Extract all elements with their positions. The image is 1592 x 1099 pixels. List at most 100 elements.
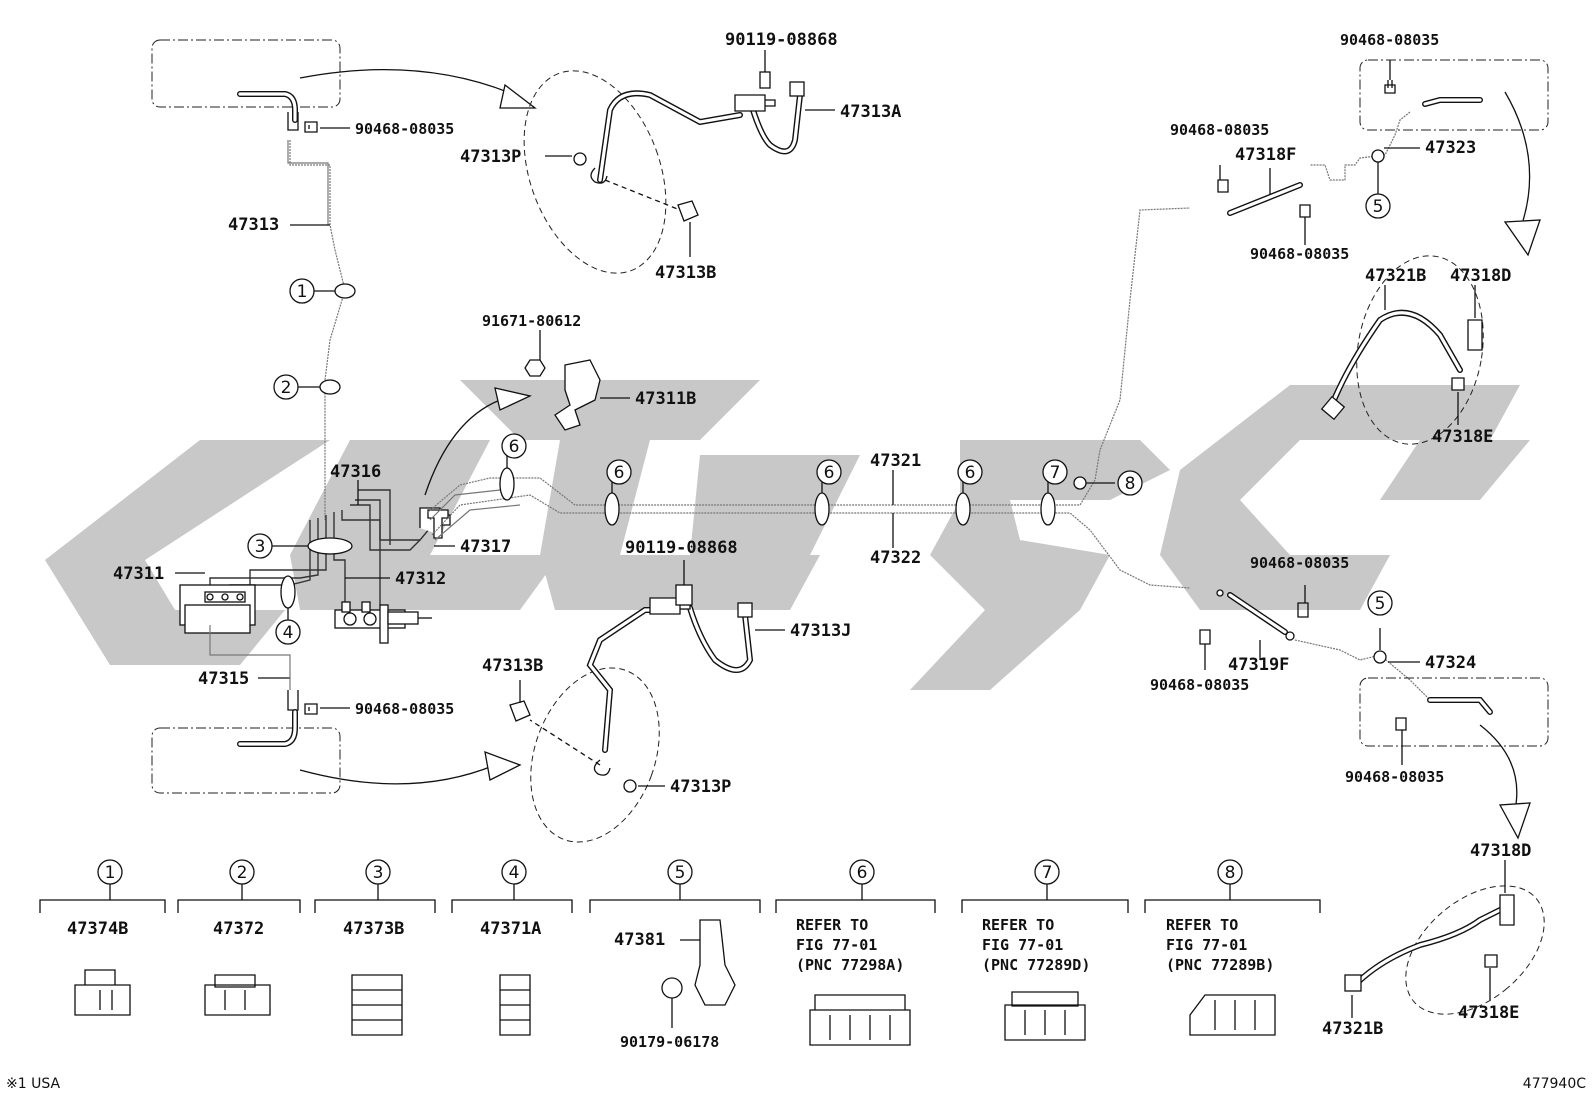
clip-icon bbox=[1217, 179, 1229, 193]
svg-text:47373B: 47373B bbox=[343, 919, 404, 939]
front-right-wheel-detail bbox=[1217, 59, 1549, 445]
label-47311: 47311 bbox=[113, 564, 164, 584]
callouts: 1 2 3 4 5 5 6 6 6 6 7 8 bbox=[247, 193, 1393, 645]
clamp-6-icon bbox=[814, 492, 830, 526]
label-47323: 47323 bbox=[1425, 138, 1476, 158]
label-47313B-bottom: 47313B bbox=[482, 656, 543, 676]
svg-text:7: 7 bbox=[1050, 463, 1061, 483]
callout-8: 8 bbox=[1117, 470, 1143, 496]
label-47318D-bottom: 47318D bbox=[1470, 841, 1531, 861]
svg-text:REFER TO: REFER TO bbox=[796, 916, 868, 934]
label-47313: 47313 bbox=[228, 215, 279, 235]
callout-6: 6 bbox=[606, 459, 632, 485]
svg-text:47371A: 47371A bbox=[480, 919, 541, 939]
callout-5-bottom: 5 bbox=[1367, 590, 1393, 616]
watermark-gsc bbox=[45, 380, 1530, 690]
label-90468-08035-mid-right-a: 90468-08035 bbox=[1170, 121, 1269, 139]
clamp-5-icon bbox=[1373, 650, 1387, 664]
svg-text:REFER TO: REFER TO bbox=[982, 916, 1054, 934]
clip-icon bbox=[304, 121, 318, 133]
label-47317: 47317 bbox=[460, 537, 511, 557]
clamp-6-icon bbox=[499, 467, 515, 501]
clamp-8-icon bbox=[1073, 476, 1087, 490]
svg-text:REFER TO: REFER TO bbox=[1166, 916, 1238, 934]
label-90468-08035-bottom-left: 90468-08035 bbox=[355, 700, 454, 718]
label-90468-08035-top-right: 90468-08035 bbox=[1340, 31, 1439, 49]
label-91671-80612: 91671-80612 bbox=[482, 312, 581, 330]
label-47321: 47321 bbox=[870, 451, 921, 471]
callout-3: 3 bbox=[247, 533, 273, 559]
svg-text:5: 5 bbox=[1373, 197, 1384, 217]
label-47313J: 47313J bbox=[790, 621, 851, 641]
detail-box-top-left bbox=[151, 39, 341, 108]
legend-item-4: 4 47371A bbox=[451, 859, 573, 1036]
label-47321B-top: 47321B bbox=[1365, 266, 1426, 286]
rear-right-wheel-detail bbox=[1199, 585, 1549, 1018]
rear-left-wheel-detail bbox=[151, 625, 522, 794]
bracket-icon bbox=[554, 359, 601, 431]
label-47321B-bottom: 47321B bbox=[1322, 1019, 1383, 1039]
label-47318D-top: 47318D bbox=[1450, 266, 1511, 286]
clip-icon bbox=[304, 703, 318, 715]
bleeder-47313p-icon bbox=[623, 779, 637, 793]
clamp-2-icon bbox=[319, 379, 341, 395]
clamp-4-icon bbox=[280, 575, 296, 609]
legend-item-8: 8 REFER TO FIG 77-01 (PNC 77289B) bbox=[1144, 859, 1321, 1036]
clamp-47373b-icon bbox=[351, 974, 403, 1036]
rear-hose-detail bbox=[509, 560, 785, 843]
legend: 1 47374B 2 47372 3 47373B 4 47371A 5 bbox=[39, 859, 1321, 1051]
svg-text:2: 2 bbox=[237, 863, 248, 883]
clip-icon bbox=[1299, 204, 1311, 218]
clamp-77289d-icon bbox=[1004, 991, 1086, 1041]
svg-text:3: 3 bbox=[373, 863, 384, 883]
clamp-47381-icon bbox=[694, 919, 736, 1006]
label-47313P-bottom: 47313P bbox=[670, 777, 731, 797]
callout-4: 4 bbox=[275, 619, 301, 645]
front-left-wheel-detail bbox=[151, 39, 537, 133]
svg-text:FIG 77-01: FIG 77-01 bbox=[1166, 936, 1247, 954]
svg-text:(PNC 77289D): (PNC 77289D) bbox=[982, 956, 1090, 974]
brake-tube-47313 bbox=[287, 140, 356, 520]
callout-7: 7 bbox=[1042, 459, 1068, 485]
callout-6: 6 bbox=[957, 459, 983, 485]
svg-text:4: 4 bbox=[509, 863, 520, 883]
svg-text:6: 6 bbox=[965, 463, 976, 483]
label-90468-08035-mid-right-b: 90468-08035 bbox=[1250, 245, 1349, 263]
arrow-icon bbox=[1503, 219, 1541, 257]
arrow-icon bbox=[484, 750, 522, 781]
detail-box-lower-right bbox=[1359, 677, 1549, 747]
arrow-icon bbox=[499, 83, 537, 109]
union-icon bbox=[1499, 894, 1515, 926]
detail-box-top-right bbox=[1359, 59, 1549, 131]
clamp-6-icon bbox=[604, 492, 620, 526]
svg-text:90179-06178: 90179-06178 bbox=[620, 1033, 719, 1051]
bolt-47313b-icon bbox=[677, 200, 699, 222]
svg-text:47374B: 47374B bbox=[67, 919, 128, 939]
svg-text:4: 4 bbox=[283, 623, 294, 643]
union-bolt-icon bbox=[734, 94, 776, 112]
svg-text:FIG 77-01: FIG 77-01 bbox=[982, 936, 1063, 954]
svg-text:8: 8 bbox=[1225, 863, 1236, 883]
label-90468-08035-lower-right-b: 90468-08035 bbox=[1150, 676, 1249, 694]
svg-text:5: 5 bbox=[675, 863, 686, 883]
callout-6: 6 bbox=[816, 459, 842, 485]
label-47316: 47316 bbox=[330, 462, 381, 482]
clamp-6-icon bbox=[955, 492, 971, 526]
label-47313B-top: 47313B bbox=[655, 263, 716, 283]
diagram-code: 477940C bbox=[1523, 1076, 1586, 1092]
clip-icon bbox=[1384, 80, 1396, 94]
label-47318F: 47318F bbox=[1235, 145, 1296, 165]
legend-item-5: 5 47381 90179-06178 bbox=[589, 859, 761, 1051]
label-47324: 47324 bbox=[1425, 653, 1476, 673]
legend-item-2: 2 47372 bbox=[177, 859, 301, 1016]
label-90468-08035-lower-right-c: 90468-08035 bbox=[1345, 768, 1444, 786]
callout-6: 6 bbox=[501, 433, 527, 459]
nut-90179-icon bbox=[661, 977, 683, 999]
svg-text:3: 3 bbox=[255, 537, 266, 557]
clamp-47371a-icon bbox=[499, 974, 531, 1036]
label-47318E-top: 47318E bbox=[1432, 427, 1493, 447]
arrow-icon bbox=[494, 387, 532, 411]
label-47311B: 47311B bbox=[635, 389, 696, 409]
svg-text:8: 8 bbox=[1125, 474, 1136, 494]
